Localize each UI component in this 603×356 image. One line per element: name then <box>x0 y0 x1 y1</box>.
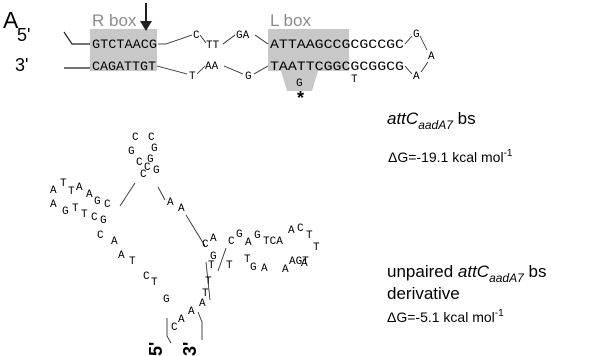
nucleotide-nt-24: A <box>111 236 118 248</box>
nucleotide-nt-33: A <box>210 233 217 245</box>
extrusion-asterisk: * <box>297 88 304 108</box>
nucleotide-nt-18: G <box>62 206 69 218</box>
top-5prime-line <box>63 31 90 45</box>
nucleotide-nt-46: AGT <box>289 256 309 268</box>
nucleotide-nt-13: A <box>76 182 83 194</box>
l-box-label: L box <box>270 11 311 30</box>
nucleotide-nt-53: T <box>202 288 209 300</box>
nucleotide-nt-47: A <box>301 258 308 270</box>
r-box-label: R box <box>92 11 137 30</box>
nucleotide-nt-28: T <box>151 277 158 289</box>
bottom-caption-line2: derivative <box>387 284 460 303</box>
nucleotide-nt-29: G <box>163 294 170 306</box>
bottom-connector-lines <box>119 182 227 344</box>
nucleotide-nt-3: G <box>128 146 135 158</box>
nucleotide-nt-54: A <box>199 298 206 310</box>
bottom-caption-line1: unpaired attCaadA7 bs <box>387 262 546 285</box>
nucleotide-nt-4: G <box>151 143 158 155</box>
panel-letter: A <box>3 7 19 33</box>
nucleotide-nt-40: C <box>297 223 304 235</box>
nucleotide-nt-25: A <box>118 250 125 262</box>
nucleotide-nt-39: A <box>288 225 295 237</box>
extruded-t: T <box>351 74 358 86</box>
cleavage-arrow-icon <box>140 3 152 31</box>
nucleotide-nt-35: G <box>236 229 243 241</box>
nucleotide-nt-9: C <box>144 162 151 174</box>
bottom-g: G <box>245 71 252 83</box>
nucleotide-nt-30: A <box>167 197 174 209</box>
nucleotide-nt-22: G <box>100 215 107 227</box>
nucleotide-nt-31: A <box>178 203 185 215</box>
bottom-t1: T <box>189 71 196 83</box>
loop-g: G <box>413 29 420 41</box>
nucleotide-nt-27: C <box>143 271 150 283</box>
top-caption: attCaadA7 bs <box>387 109 476 132</box>
loop-a1: A <box>428 51 435 63</box>
top-structure: R box L box 5' 3' GTCTAACG CAGATTGT C TT… <box>15 3 513 165</box>
nucleotide-nt-5: C <box>136 157 143 169</box>
nucleotide-nt-26: T <box>129 256 136 268</box>
bottom-right-seq: TAATTCGGCGCGGCG <box>270 59 404 74</box>
nucleotide-nt-48: T <box>208 260 215 272</box>
top-bulge-c: C <box>193 30 200 42</box>
nucleotide-nt-36: A <box>245 237 252 249</box>
top-energy: ΔG=-19.1 kcal mol-1 <box>388 148 513 165</box>
extruded-g: G <box>296 78 303 90</box>
nucleotide-nt-11: T <box>60 178 67 190</box>
nucleotide-nt-7: C <box>140 169 147 181</box>
nucleotide-nt-23: C <box>97 230 104 242</box>
nucleotide-nt-57: C <box>171 322 178 334</box>
bottom-left-seq: CAGATTGT <box>92 59 156 74</box>
nucleotide-nt-43: G <box>210 251 217 263</box>
nucleotide-nt-15: G <box>94 196 101 208</box>
nucleotide-nt-32: C <box>202 239 209 251</box>
nucleotide-nt-55: A <box>188 306 195 318</box>
nucleotide-nt-17: A <box>50 199 57 211</box>
top-5prime-label: 5' <box>17 25 30 45</box>
nucleotide-nt-41: T <box>306 230 313 242</box>
nucleotide-nt-10: A <box>50 185 57 197</box>
nucleotide-nt-1: C <box>132 132 139 144</box>
nucleotide-nt-38: TCA <box>263 236 283 248</box>
nucleotide-nt-8: G <box>153 165 160 177</box>
nucleotide-nt-20: T <box>81 209 88 221</box>
nucleotide-nt-42: T <box>313 242 320 254</box>
nucleotide-nt-19: T <box>72 203 79 215</box>
loop-a2: A <box>413 71 420 83</box>
nucleotide-nt-51: G <box>250 262 257 274</box>
nucleotide-nt-37: G <box>254 230 261 242</box>
nucleotide-nt-21: C <box>91 212 98 224</box>
nucleotide-nt-50: T <box>244 254 251 266</box>
nucleotide-nt-52: T <box>205 276 212 288</box>
top-tt: TT <box>206 40 220 52</box>
bottom-energy: ΔG=-5.1 kcal mol-1 <box>387 308 504 325</box>
nucleotide-nt-16: C <box>104 199 111 211</box>
nucleotide-nt-34: C <box>228 236 235 248</box>
nucleotide-nt-2: C <box>148 132 155 144</box>
nucleotide-nt-45: A <box>282 264 289 276</box>
bottom-3prime-label: 3' <box>180 342 200 356</box>
bottom-5prime-label: 5' <box>146 342 166 356</box>
nucleotide-nt-49: T <box>226 260 233 272</box>
r-box-highlight <box>90 29 157 71</box>
top-right-seq: ATTAAGCCGCGCCGC <box>270 37 404 52</box>
l-box-highlight <box>268 29 349 91</box>
top-3prime-label: 3' <box>15 55 28 75</box>
nucleotide-nt-14: A <box>86 189 93 201</box>
top-ga: GA <box>236 30 250 42</box>
nucleotide-nt-56: A <box>178 314 185 326</box>
nucleotide-nt-44: A <box>261 263 268 275</box>
bottom-aa: AA <box>205 61 219 73</box>
nucleotide-nt-12: T <box>68 186 75 198</box>
top-left-seq: GTCTAACG <box>92 37 157 52</box>
nucleotide-nt-6: G <box>147 154 154 166</box>
